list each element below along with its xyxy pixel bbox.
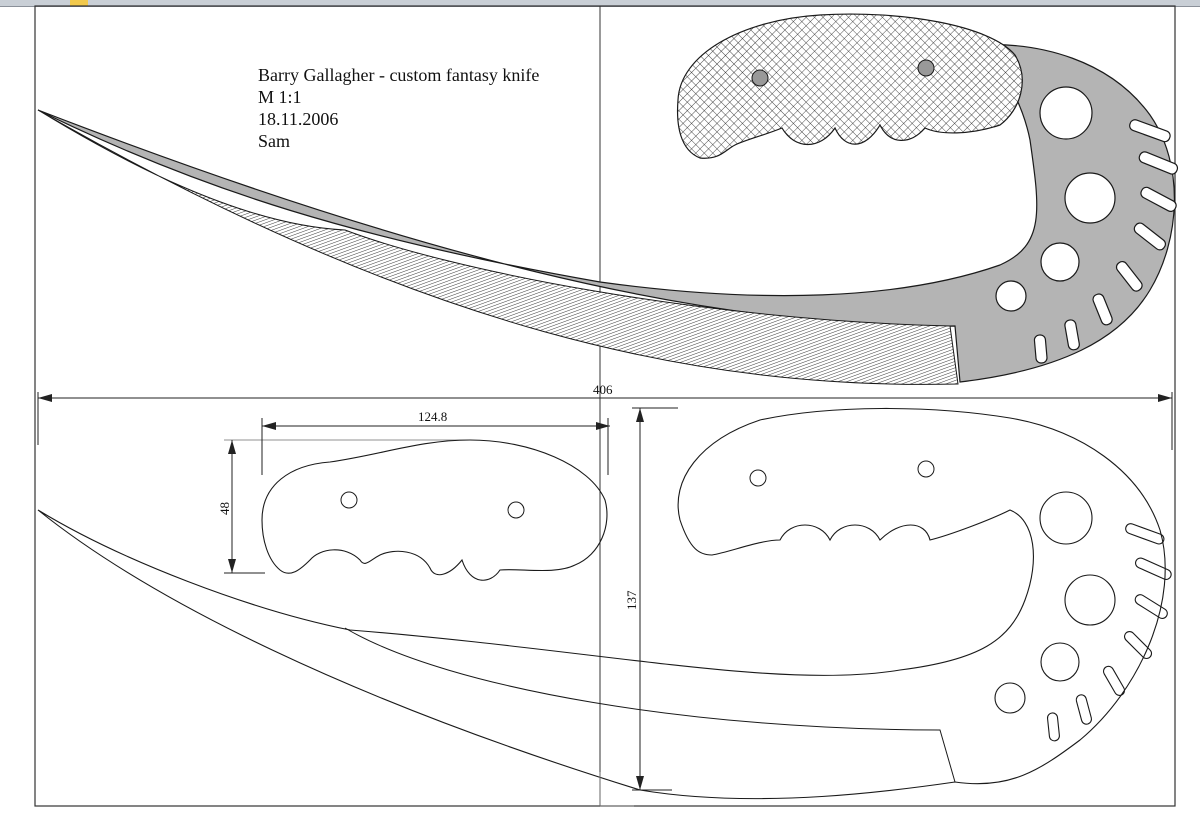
overall-length-label: 406 xyxy=(593,382,613,397)
serration-notches xyxy=(1033,119,1179,364)
ucs-origin-icon xyxy=(599,772,634,807)
knife-rendered-view xyxy=(37,13,1179,385)
folder-icon xyxy=(70,0,88,6)
handle-outline xyxy=(261,439,608,581)
finger-hole xyxy=(1064,172,1116,224)
finger-hole xyxy=(1039,491,1093,545)
blade-height-label: 137 xyxy=(624,590,639,610)
title-block: Barry Gallagher - custom fantasy knife M… xyxy=(258,64,539,152)
drawing-title: Barry Gallagher - custom fantasy knife xyxy=(258,65,540,85)
handle-height-label: 48 xyxy=(217,502,232,515)
drawing-author: Sam xyxy=(258,131,291,151)
rivet-hole xyxy=(751,69,769,87)
handle-scale-top xyxy=(676,13,1023,159)
drawing-scale: M 1:1 xyxy=(258,87,302,107)
rivet-hole xyxy=(507,501,525,519)
rivet-hole xyxy=(917,59,935,77)
drawing-frame xyxy=(34,5,1176,807)
rivet-hole xyxy=(917,460,935,478)
serration-notches xyxy=(1046,523,1172,742)
blade-edge-hatch xyxy=(37,109,959,385)
rivet-hole xyxy=(340,491,358,509)
finger-hole xyxy=(1039,86,1093,140)
finger-hole xyxy=(995,280,1027,312)
finger-hole xyxy=(994,682,1026,714)
finger-hole xyxy=(1040,642,1080,682)
drawing-date: 18.11.2006 xyxy=(258,109,339,129)
handle-length-label: 124.8 xyxy=(418,409,447,424)
handle-outline-view: 124.8 48 xyxy=(217,409,610,581)
finger-hole xyxy=(1064,574,1116,626)
rivet-hole xyxy=(749,469,767,487)
knife-outline xyxy=(37,407,1166,800)
knife-outline-view: 137 xyxy=(37,407,1172,800)
finger-hole xyxy=(1040,242,1080,282)
blade-grind-line xyxy=(344,627,956,783)
